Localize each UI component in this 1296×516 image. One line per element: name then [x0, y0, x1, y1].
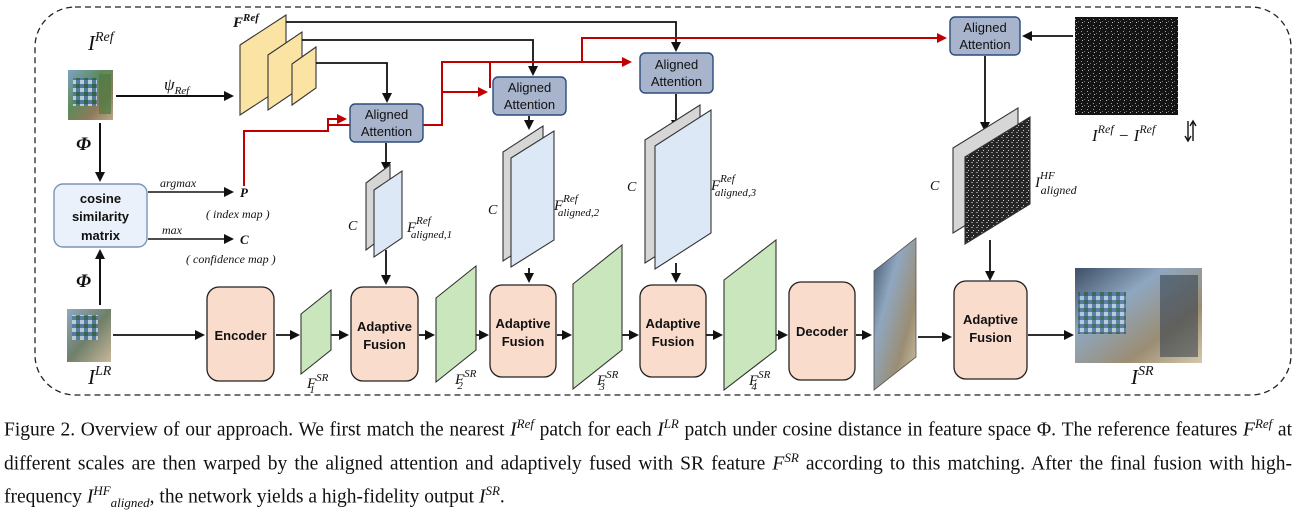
svg-text:Aligned: Aligned [365, 107, 408, 122]
svg-text:Aligned: Aligned [508, 80, 551, 95]
psi-ref-label: ψRef [164, 75, 191, 97]
cosine-similarity-box: cosine similarity matrix [53, 183, 148, 248]
aligned-attention-4: Aligned Attention [949, 16, 1021, 56]
aligned-feature-stack-1 [365, 163, 403, 259]
phi-top-label: Φ [76, 134, 91, 155]
ref-image [68, 70, 113, 120]
svg-text:Adaptive: Adaptive [496, 316, 551, 331]
svg-text:Attention: Attention [361, 124, 412, 139]
main-flow-arrows [113, 240, 1074, 342]
sr-feature-2 [435, 264, 477, 384]
c-label-2: C [488, 203, 498, 218]
aligned-feature-stack-2 [502, 124, 555, 268]
sr-output-image [1075, 268, 1202, 363]
i-ref-minus-label: IRef − IRef [1091, 122, 1157, 145]
c-label-1: C [348, 219, 358, 234]
svg-text:Aligned: Aligned [963, 20, 1006, 35]
argmax-label: argmax [160, 176, 197, 190]
c-conf-label: C [240, 232, 249, 247]
confidence-map-label: ( confidence map ) [186, 252, 276, 266]
svg-text:Attention: Attention [959, 37, 1010, 52]
svg-text:cosine: cosine [80, 191, 121, 206]
decoder-box: Decoder [788, 281, 856, 381]
c-label-3: C [627, 180, 637, 195]
sr-feature-3 [572, 243, 623, 391]
ref-feature-stack [239, 13, 317, 117]
i-lr-label: ILR [87, 364, 112, 389]
c-label-4: C [930, 179, 940, 194]
svg-text:similarity: similarity [72, 209, 130, 224]
svg-text:matrix: matrix [81, 228, 121, 243]
down-up-sample-icon [1184, 119, 1197, 143]
aligned-attention-3: Aligned Attention [639, 52, 714, 94]
svg-text:Encoder: Encoder [214, 328, 266, 343]
svg-text:Decoder: Decoder [796, 324, 848, 339]
approach-diagram: IRef ψRef Φ cosine similarity matrix Φ a… [34, 6, 1292, 396]
sr-feature-4 [723, 238, 777, 392]
svg-text:Adaptive: Adaptive [646, 316, 701, 331]
i-sr-label: ISR [1130, 364, 1154, 389]
index-map-connectors [243, 33, 947, 186]
aligned-attention-1: Aligned Attention [349, 103, 424, 143]
index-map-label: ( index map ) [206, 207, 270, 221]
hf-aligned-stack [952, 107, 1031, 245]
max-label: max [162, 223, 183, 237]
lr-image [67, 309, 111, 362]
p-label: P [240, 185, 249, 200]
i-ref-label: IRef [87, 30, 116, 55]
svg-text:Attention: Attention [651, 74, 702, 89]
adaptive-fusion-3: Adaptive Fusion [639, 284, 707, 378]
svg-text:Fusion: Fusion [363, 337, 406, 352]
dashed-frame [34, 6, 1292, 396]
svg-text:Aligned: Aligned [655, 57, 698, 72]
svg-text:Fusion: Fusion [502, 334, 545, 349]
adaptive-fusion-2: Adaptive Fusion [489, 284, 557, 378]
f-ref-label: FRef [232, 12, 260, 31]
svg-text:Fusion: Fusion [652, 334, 695, 349]
phi-bottom-label: Φ [76, 271, 91, 292]
ref-high-freq-image [1075, 17, 1178, 115]
svg-text:Fusion: Fusion [969, 330, 1012, 345]
svg-text:Adaptive: Adaptive [357, 319, 412, 334]
adaptive-fusion-1: Adaptive Fusion [350, 286, 419, 382]
sr-feature-1 [300, 288, 332, 376]
svg-text:Attention: Attention [504, 97, 555, 112]
aligned-attention-2: Aligned Attention [492, 76, 567, 116]
adaptive-fusion-final: Adaptive Fusion [953, 280, 1028, 380]
figure-caption: Figure 2. Overview of our approach. We f… [4, 416, 1293, 511]
decoder-output-image [873, 237, 917, 391]
encoder-box: Encoder [206, 286, 275, 382]
svg-text:Adaptive: Adaptive [963, 312, 1018, 327]
aligned-feature-stack-3 [644, 103, 712, 271]
